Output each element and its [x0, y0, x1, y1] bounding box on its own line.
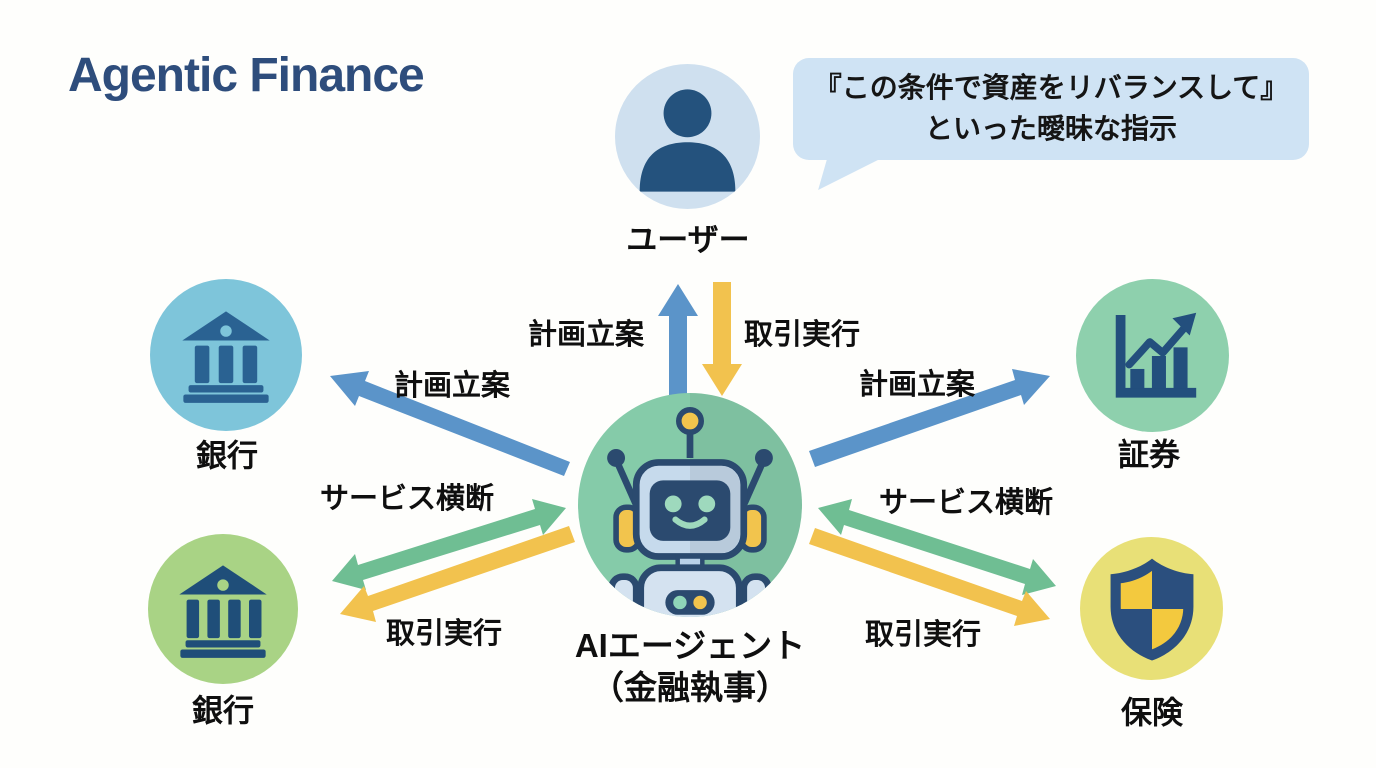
plan-arrow-agent-to-bank-top	[330, 371, 570, 476]
bank-top-node	[150, 279, 302, 431]
securities-node	[1076, 279, 1229, 432]
arrow-label-right-plan: 計画立案	[858, 369, 976, 401]
robot-icon	[607, 393, 802, 617]
agent-node	[578, 393, 802, 617]
page-title: Agentic Finance	[68, 49, 425, 102]
agent-label-line2: （金融執事）	[591, 668, 789, 706]
plan-arrow-agent-to-securities	[809, 369, 1050, 467]
arrow-label-center-plan: 計画立案	[527, 319, 645, 351]
person-icon	[639, 89, 736, 192]
exec-arrow-agent-to-insurance	[809, 528, 1050, 626]
speech-bubble: 『この条件で資産をリバランスして』 といった曖昧な指示	[793, 58, 1309, 190]
user-node	[615, 64, 760, 209]
shield-icon	[1110, 558, 1193, 661]
arrow-label-right-cross: サービス横断	[878, 487, 1054, 519]
arrow-label-left-cross: サービス横断	[319, 483, 495, 515]
bank-bottom-label: 銀行	[192, 693, 254, 729]
stock-chart-icon	[1115, 312, 1196, 398]
plan-arrow-agent-to-user	[658, 284, 698, 398]
arrow-label-left-exec: 取引実行	[385, 618, 503, 650]
bank-top-label: 銀行	[196, 438, 258, 474]
bank-bottom-node	[148, 534, 298, 684]
speech-bubble-line2: といった曖昧な指示	[924, 113, 1177, 144]
agent-label-line1: AIエージェント	[574, 626, 806, 664]
bank-icon	[182, 311, 270, 403]
insurance-node	[1080, 537, 1223, 680]
arrow-label-center-exec: 取引実行	[743, 319, 861, 351]
exec-arrow-agent-to-bank-bottom	[340, 526, 575, 622]
securities-label: 証券	[1118, 437, 1180, 473]
exec-arrow-user-to-agent	[702, 282, 742, 396]
user-label: ユーザー	[626, 222, 750, 258]
bank-icon	[179, 565, 267, 658]
speech-bubble-line1: 『この条件で資産をリバランスして』	[813, 72, 1289, 104]
cross-arrow-agent-bank-bottom	[332, 499, 566, 590]
arrow-label-right-exec: 取引実行	[864, 619, 982, 651]
insurance-label: 保険	[1121, 695, 1183, 731]
cross-arrow-agent-insurance	[818, 499, 1056, 595]
arrow-label-left-plan: 計画立案	[393, 370, 511, 402]
